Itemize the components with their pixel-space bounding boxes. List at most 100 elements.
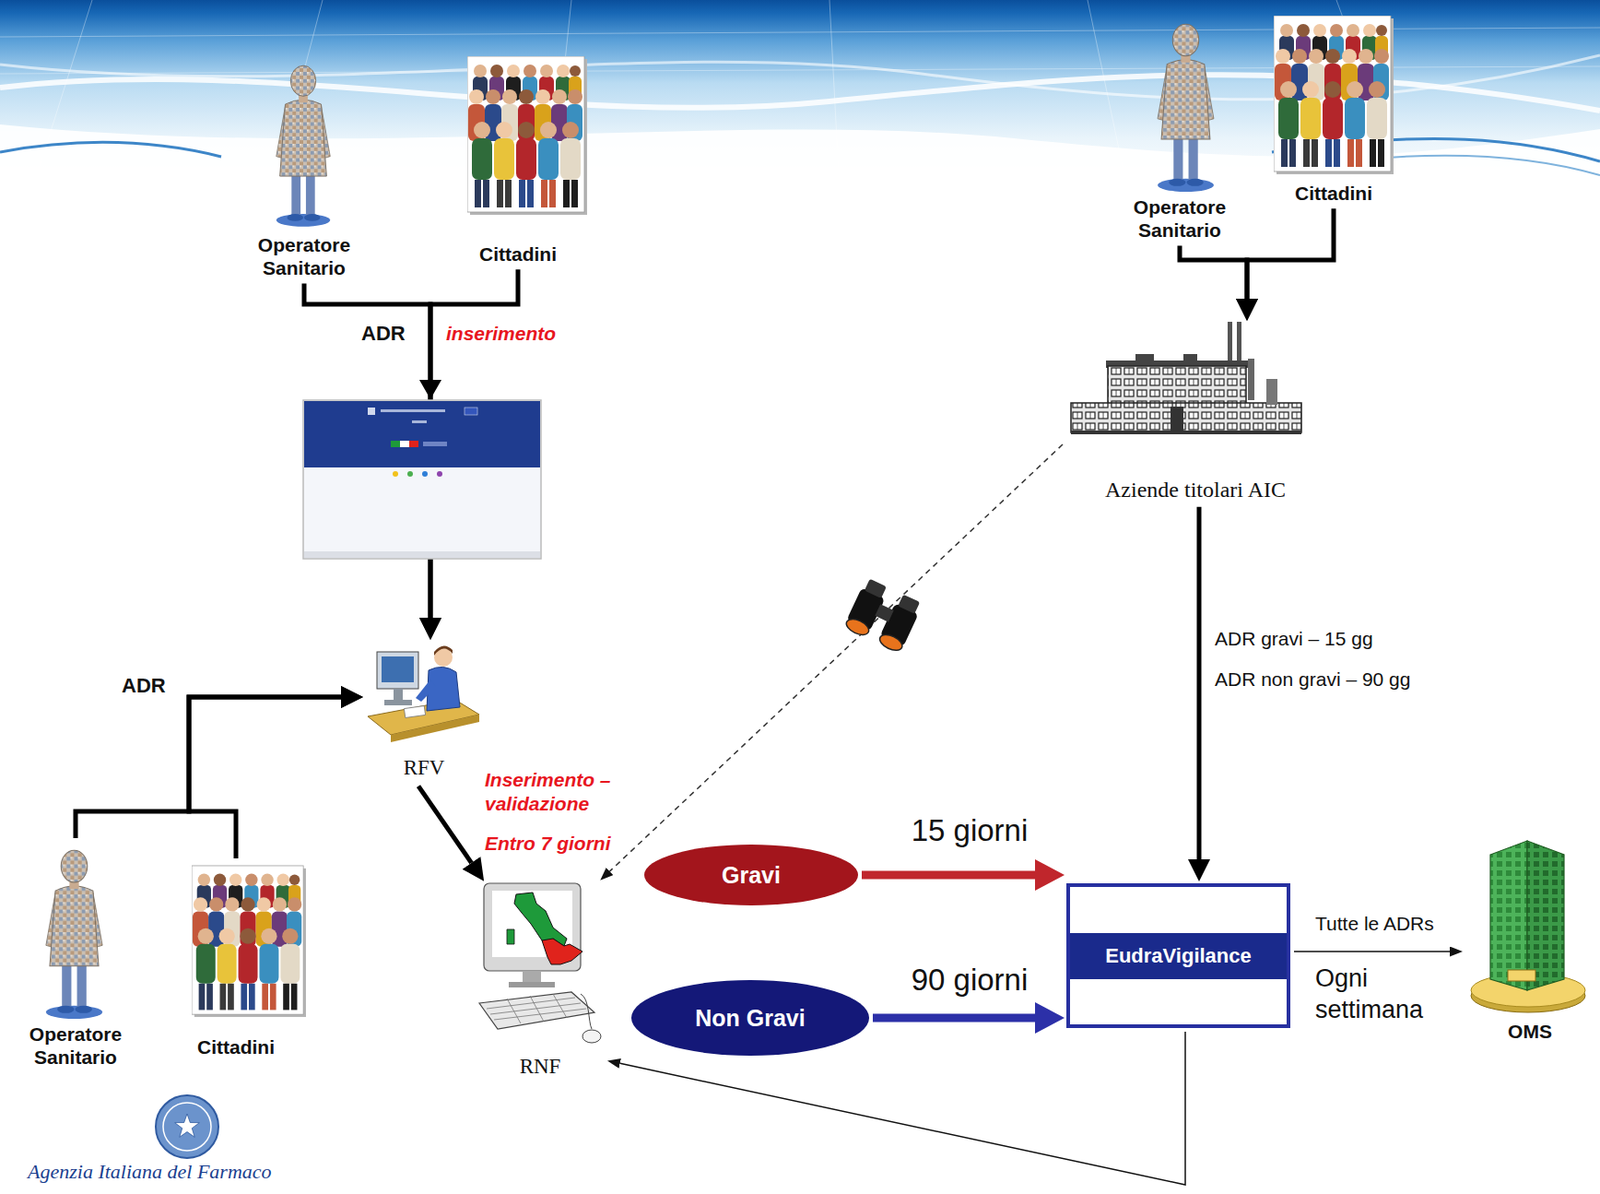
- website-screenshot: [390, 440, 400, 448]
- connector-arrow: [1197, 506, 1202, 859]
- binoculars-icon: [877, 631, 905, 654]
- website-screenshot: [464, 407, 478, 415]
- rfv-operator-icon: [415, 679, 436, 702]
- rnf-computer-icon: [580, 993, 592, 1029]
- factory-icon: [1266, 378, 1278, 405]
- website-screenshot: [400, 440, 410, 448]
- node-label: Cittadini: [456, 242, 580, 266]
- who-building-icon: [1470, 840, 1586, 1012]
- rnf-computer-icon: [479, 882, 601, 1043]
- citizens: Cittadini: [1271, 15, 1396, 205]
- severity-oval: Non Gravi: [631, 979, 870, 1056]
- binoculars-icon: [874, 603, 894, 622]
- rnf-computer-icon: [506, 993, 567, 1024]
- factory-icon: [1070, 321, 1302, 435]
- factory-icon: [1070, 430, 1302, 435]
- factory-icon: [1170, 406, 1184, 431]
- connector-arrow: [609, 444, 1063, 871]
- healthcare-worker-figure: [1157, 23, 1214, 192]
- connector-arrow: [1247, 208, 1334, 299]
- rnf-computer-icon: [486, 997, 587, 1020]
- arrow-head: [419, 379, 442, 400]
- node-label: Operatore Sanitario: [1119, 195, 1240, 242]
- healthcare-worker-figure: [46, 849, 103, 1019]
- connector-arrow: [188, 696, 342, 859]
- healthcare-worker: Operatore Sanitario: [244, 56, 365, 280]
- rnf-computer-icon: [582, 1029, 601, 1043]
- node-label: Operatore Sanitario: [244, 233, 365, 280]
- header-banner: [0, 141, 222, 157]
- rfv-operator-icon: [434, 645, 453, 656]
- citizens-photo: [1273, 15, 1394, 175]
- edge-label: 15 giorni: [911, 812, 1029, 848]
- binoculars-icon: [844, 615, 871, 638]
- connector-arrow: [861, 870, 1036, 880]
- healthcare-worker-figure: [276, 65, 331, 227]
- timing-label: ADR non gravi – 90 gg: [1214, 668, 1411, 691]
- website-screenshot: [423, 441, 448, 447]
- rnf-computer-icon: [541, 938, 583, 965]
- healthcare-worker: Operatore Sanitario: [1119, 15, 1240, 242]
- who-building-icon: [1490, 840, 1528, 990]
- binoculars-icon: [897, 594, 920, 614]
- website-screenshot: [304, 400, 541, 468]
- node-label: Aziende titolari AIC: [1066, 476, 1325, 504]
- citizens: Cittadini: [456, 56, 580, 266]
- rnf-computer-icon: [522, 970, 542, 984]
- node-label: OMS: [1465, 1019, 1595, 1043]
- node-label: Cittadini: [1271, 181, 1396, 205]
- website-screenshot: [411, 420, 427, 424]
- factory-icon: [1070, 402, 1302, 433]
- company-node: Aziende titolari AIC: [1066, 321, 1325, 504]
- node-label: Operatore Sanitario: [20, 1022, 131, 1069]
- website-screenshot: [303, 400, 542, 559]
- website-screenshot: [436, 470, 443, 477]
- note-text: inserimento: [446, 321, 556, 346]
- edge-label: ADR: [361, 321, 406, 346]
- severity-oval: Gravi: [644, 844, 859, 906]
- rfv-operator-icon: [393, 688, 403, 702]
- factory-icon: [1247, 358, 1255, 400]
- rnf-computer-icon: [514, 892, 567, 948]
- connector-arrow: [1294, 950, 1450, 953]
- who-building-icon: [1527, 840, 1565, 990]
- node-label: RNF: [475, 1053, 605, 1080]
- rfv-operator-icon: [390, 714, 480, 742]
- rnf-node: RNF: [475, 882, 605, 1080]
- binoculars-icon: [864, 578, 887, 599]
- website-screenshot: [304, 551, 541, 558]
- citizens-photo: [467, 56, 588, 215]
- rfv-operator-icon: [403, 705, 425, 718]
- who-node: OMS: [1465, 831, 1595, 1043]
- connector-arrow: [418, 786, 472, 863]
- website-screenshot: [367, 407, 376, 415]
- aifa-logo: [155, 1094, 219, 1158]
- node-label: EudraVigilance: [1070, 932, 1287, 979]
- connector-arrow: [620, 1031, 1186, 1185]
- citizens-photo: [191, 865, 306, 1017]
- rfv-node: RFV: [364, 640, 484, 781]
- oval-shape: [631, 979, 870, 1056]
- edge-label: ADR: [121, 673, 166, 698]
- healthcare-worker: Operatore Sanitario: [20, 841, 131, 1069]
- website-screenshot: [380, 409, 446, 412]
- database-box: EudraVigilance: [1066, 882, 1291, 1028]
- aifa-logo: [175, 1113, 200, 1137]
- connector-arrow: [75, 696, 342, 838]
- aifa-logo: [155, 1094, 219, 1158]
- citizens: Cittadini: [176, 861, 296, 1059]
- aifa-logo: [163, 1102, 212, 1151]
- website-screenshot: [407, 470, 413, 477]
- note-text: Inserimento – validazione: [484, 767, 642, 817]
- rfv-operator-icon: [367, 645, 480, 742]
- website-screenshot: [303, 400, 542, 559]
- website-screenshot: [422, 470, 428, 477]
- rfv-operator-icon: [384, 699, 412, 706]
- connector-arrow: [872, 1013, 1036, 1023]
- oval-shape: [644, 844, 859, 906]
- rnf-computer-icon: [506, 929, 515, 944]
- who-building-icon: [1507, 969, 1536, 981]
- edge-label: Tutte le ADRs: [1315, 912, 1435, 935]
- binoculars-icon: [843, 576, 924, 654]
- connector-arrow: [1179, 245, 1248, 299]
